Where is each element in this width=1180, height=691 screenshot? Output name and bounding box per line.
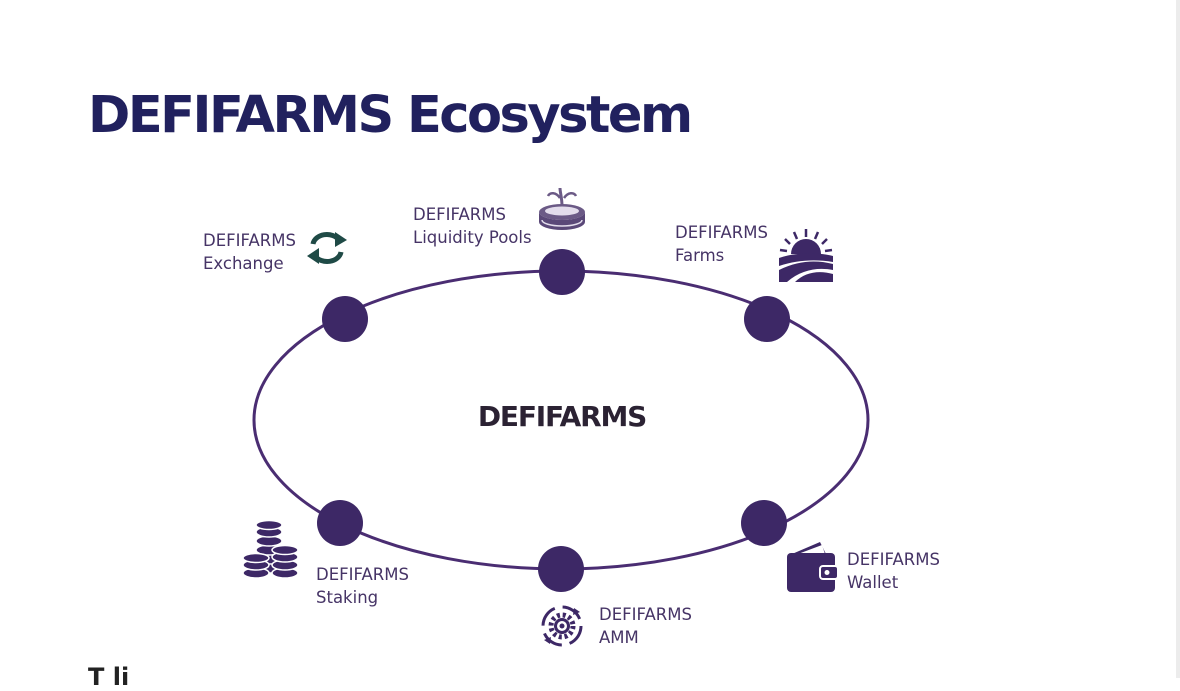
label-wallet: DEFIFARMS Wallet bbox=[847, 550, 940, 592]
exchange-arrows-icon bbox=[307, 232, 347, 264]
label-farms: DEFIFARMS Farms bbox=[675, 223, 768, 265]
gear-cycle-icon bbox=[541, 605, 583, 647]
label-staking: DEFIFARMS Staking bbox=[316, 565, 409, 607]
footer-heading-partial: T li bbox=[88, 663, 130, 691]
node-dot-liquidity-pools bbox=[539, 249, 585, 295]
sunrise-field-icon bbox=[779, 229, 833, 282]
page-right-border bbox=[1176, 0, 1180, 678]
label-exchange: DEFIFARMS Exchange bbox=[203, 231, 296, 273]
label-amm: DEFIFARMS AMM bbox=[599, 605, 692, 647]
node-dot-amm bbox=[538, 546, 584, 592]
coin-stacks-icon bbox=[242, 520, 299, 579]
page-title: DEFIFARMS Ecosystem bbox=[88, 86, 693, 145]
node-dot-exchange bbox=[322, 296, 368, 342]
label-liquidity-pools: DEFIFARMS Liquidity Pools bbox=[413, 205, 532, 247]
node-dot-wallet bbox=[741, 500, 787, 546]
node-dot-staking bbox=[317, 500, 363, 546]
fountain-pool-icon bbox=[539, 187, 585, 230]
center-label: DEFIFARMS bbox=[477, 400, 647, 433]
wallet-icon bbox=[787, 542, 839, 592]
node-dot-farms bbox=[744, 296, 790, 342]
